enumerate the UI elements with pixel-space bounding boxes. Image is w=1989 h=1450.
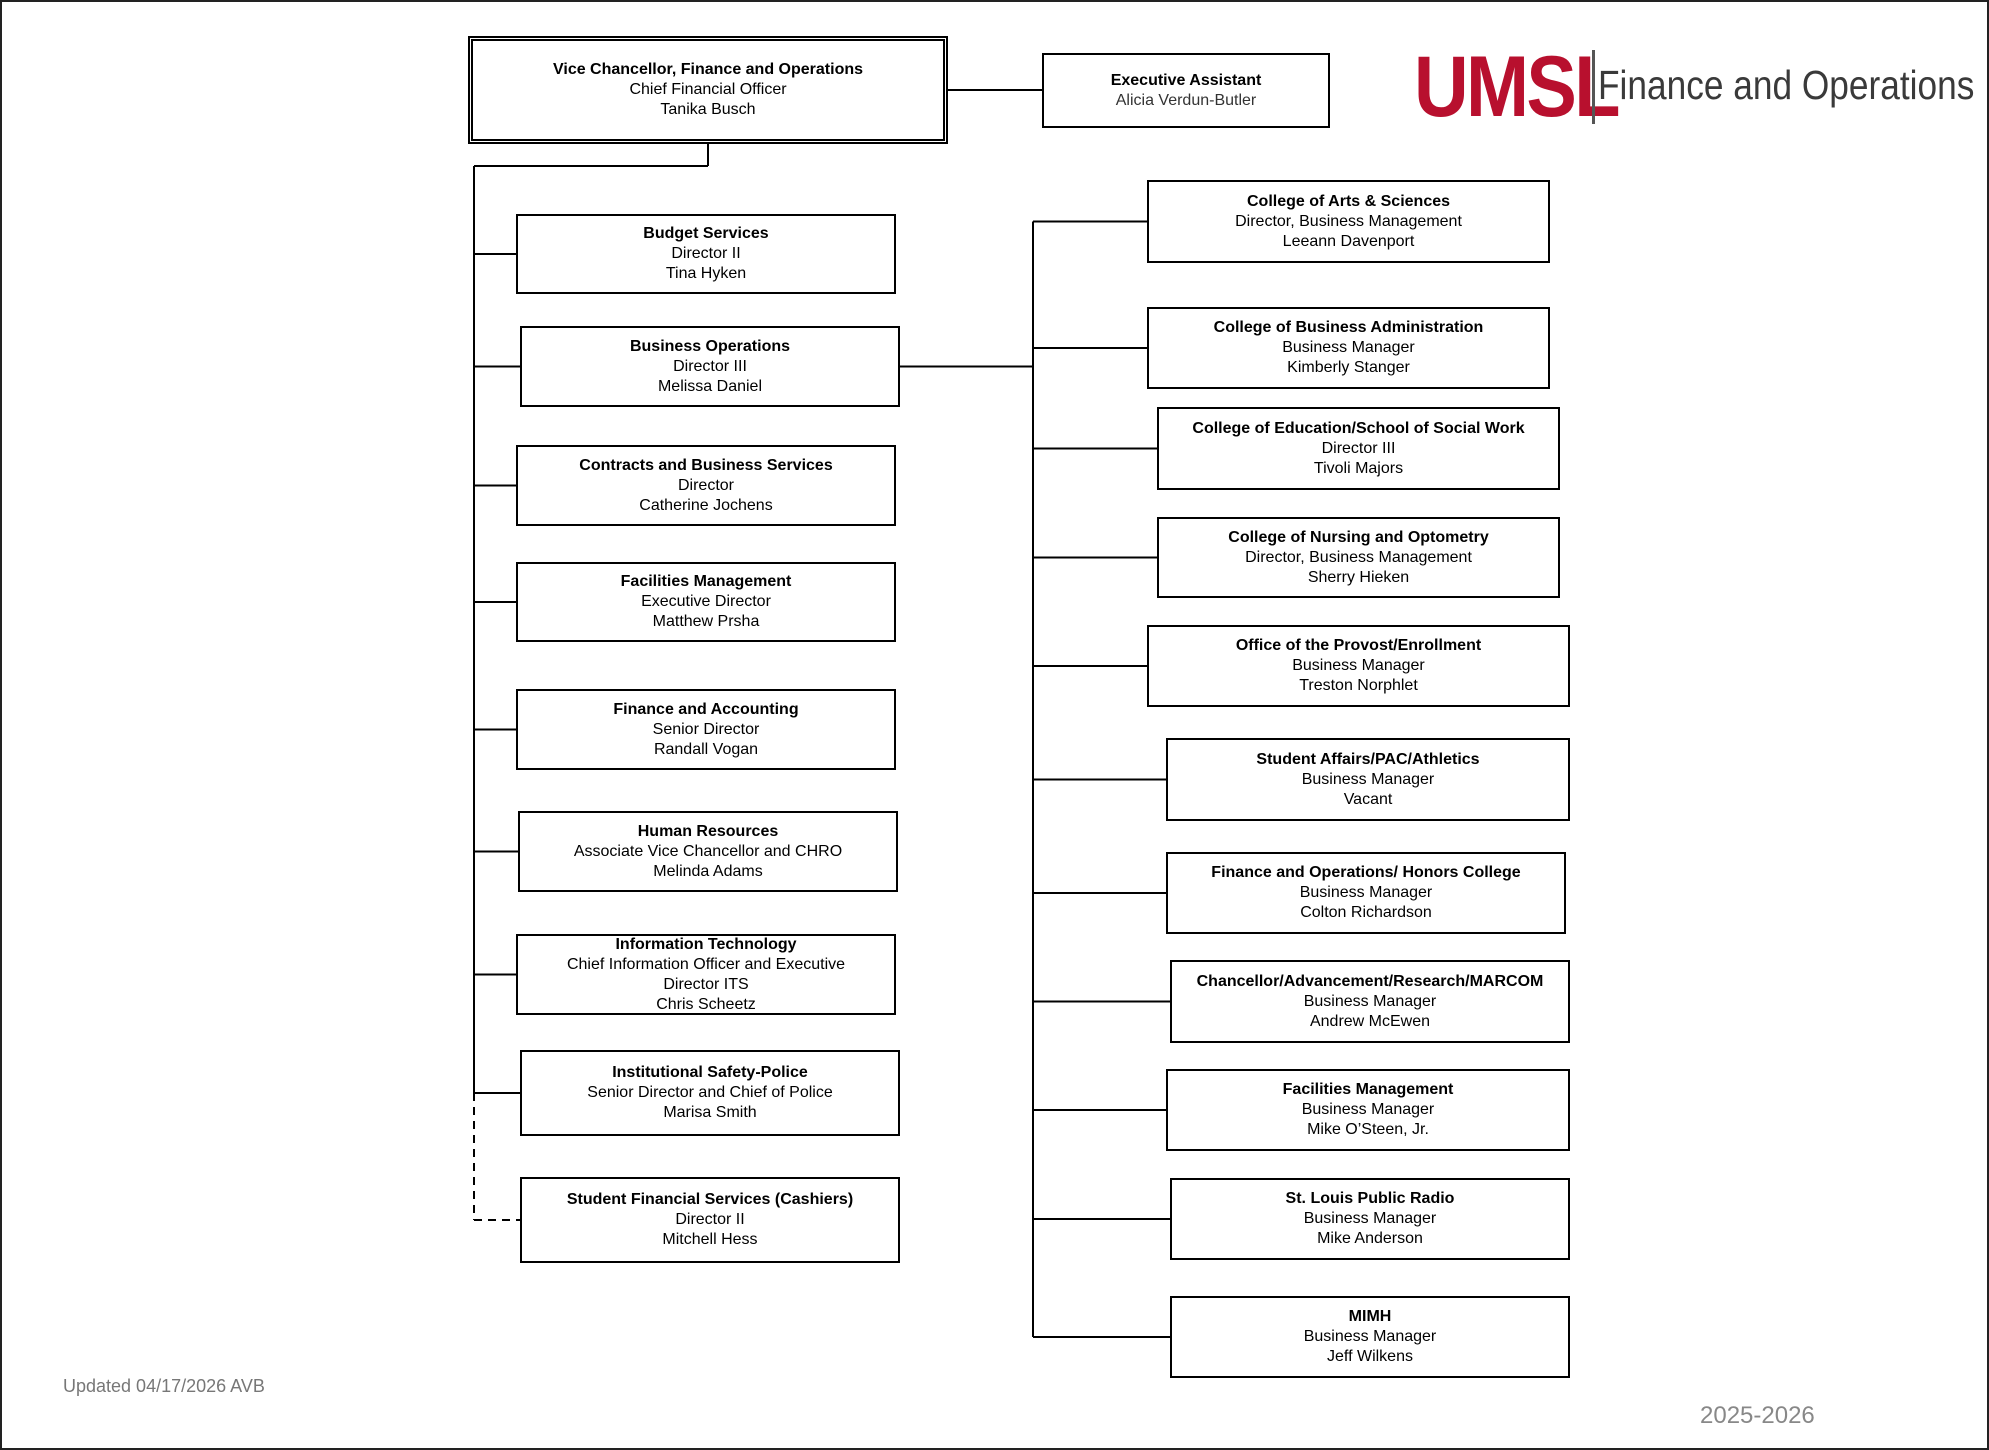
left-unit-title: Finance and Accounting — [613, 700, 799, 718]
vice-chancellor-box: Vice Chancellor, Finance and Operations … — [468, 36, 948, 144]
left-unit-line: Director II — [671, 245, 741, 262]
right-unit-line: Mike O’Steen, Jr. — [1307, 1121, 1429, 1138]
left-unit-line: Associate Vice Chancellor and CHRO — [573, 842, 843, 860]
left-unit-title: Contracts and Business Services — [579, 456, 833, 474]
right-unit-line: Business Manager — [1292, 657, 1425, 674]
right-unit-line: Business Manager — [1303, 992, 1437, 1010]
right-unit-line: Sherry Hieken — [1307, 568, 1410, 586]
right-unit-title: College of Arts & Sciences — [1246, 192, 1451, 210]
right-unit-line: Jeff Wilkens — [1327, 1348, 1413, 1365]
right-unit-line: Business Manager — [1301, 1101, 1435, 1118]
left-unit-title: Institutional Safety-Police — [612, 1064, 808, 1081]
left-unit-line: Executive Director — [641, 593, 771, 610]
vice-chancellor-title: Vice Chancellor, Finance and Operations — [552, 61, 864, 78]
right-unit-title: College of Business Administration — [1213, 319, 1484, 336]
right-unit-box: College of Education/School of Social Wo… — [1157, 407, 1560, 490]
left-unit-title: Facilities Management — [620, 573, 792, 590]
year-label: 2025-2026 — [1700, 1402, 1815, 1429]
right-unit-line: Director, Business Management — [1235, 212, 1462, 230]
right-unit-line: Vacant — [1343, 790, 1393, 808]
left-unit-line: Senior Director — [652, 720, 760, 738]
left-unit-box: Student Financial Services (Cashiers) Dir… — [520, 1177, 900, 1263]
left-unit-line: Tina Hyken — [665, 265, 747, 282]
right-unit-title: Finance and Operations/ Honors College — [1211, 864, 1521, 881]
left-unit-line: Director — [677, 476, 734, 494]
right-unit-title: MIMH — [1348, 1308, 1392, 1325]
right-unit-line: Business Manager — [1282, 339, 1415, 356]
left-unit-line: Senior Director and Chief of Police — [587, 1084, 833, 1101]
right-unit-line: Business Manager — [1303, 1210, 1437, 1227]
updated-note: Updated 04/17/2026 AVB — [63, 1376, 265, 1396]
right-unit-line: Andrew McEwen — [1309, 1012, 1431, 1030]
department-name: Finance and Operations — [1598, 62, 1975, 108]
right-unit-line: Leeann Davenport — [1282, 232, 1415, 250]
umsl-logo: UMSL Finance and Operations — [1414, 39, 1974, 135]
left-unit-line: Director II — [675, 1211, 745, 1228]
right-unit-line: Director III — [1321, 439, 1396, 457]
executive-assistant-title: Executive Assistant — [1110, 71, 1262, 89]
right-unit-title: Office of the Provost/Enrollment — [1235, 637, 1482, 654]
executive-assistant-box: Executive Assistant Alicia Verdun-Butler — [1042, 53, 1330, 128]
vice-chancellor-name: Tanika Busch — [660, 101, 756, 118]
left-unit-line: Marisa Smith — [663, 1104, 757, 1121]
right-unit-line: Mike Anderson — [1317, 1230, 1423, 1247]
vice-chancellor-role: Chief Financial Officer — [629, 81, 787, 98]
right-unit-title: College of Education/School of Social Wo… — [1192, 419, 1525, 437]
left-unit-title: Business Operations — [629, 337, 791, 355]
logo-divider — [1592, 50, 1595, 124]
left-unit-line: Chris Scheetz — [656, 995, 756, 1013]
right-unit-line: Tivoli Majors — [1313, 459, 1404, 477]
left-unit-line: Matthew Prsha — [652, 613, 760, 630]
left-unit-line: Melissa Daniel — [657, 377, 763, 395]
left-unit-line: Melinda Adams — [653, 862, 763, 880]
right-unit-box: Chancellor/Advancement/Research/MARCOM Bu… — [1170, 960, 1570, 1043]
right-unit-line: Colton Richardson — [1300, 904, 1432, 921]
left-unit-title: Budget Services — [643, 225, 769, 242]
right-unit-line: Director, Business Management — [1245, 548, 1472, 566]
right-unit-line: Kimberly Stanger — [1287, 359, 1410, 376]
right-unit-line: Business Manager — [1303, 1328, 1437, 1345]
right-unit-title: Student Affairs/PAC/Athletics — [1256, 750, 1480, 768]
left-unit-title: Human Resources — [637, 822, 779, 840]
executive-assistant-name: Alicia Verdun-Butler — [1115, 91, 1257, 109]
right-unit-title: College of Nursing and Optometry — [1228, 528, 1489, 546]
right-unit-title: St. Louis Public Radio — [1285, 1190, 1455, 1207]
left-unit-line: Mitchell Hess — [662, 1231, 758, 1248]
left-unit-line: Randall Vogan — [653, 740, 759, 758]
right-unit-title: Facilities Management — [1282, 1081, 1454, 1098]
left-unit-line: Chief Information Officer and Executive — [566, 955, 846, 973]
left-unit-title: Student Financial Services (Cashiers) — [566, 1191, 854, 1208]
left-unit-title: Information Technology — [615, 935, 797, 953]
right-unit-line: Business Manager — [1299, 884, 1433, 901]
umsl-wordmark: UMSL — [1414, 39, 1620, 135]
right-unit-line: Business Manager — [1301, 770, 1435, 788]
left-unit-line: Director III — [673, 357, 747, 375]
right-unit-line: Treston Norphlet — [1299, 677, 1418, 694]
right-unit-title: Chancellor/Advancement/Research/MARCOM — [1196, 972, 1544, 990]
left-unit-line: Catherine Jochens — [639, 496, 773, 514]
left-unit-line: Director ITS — [663, 975, 749, 993]
